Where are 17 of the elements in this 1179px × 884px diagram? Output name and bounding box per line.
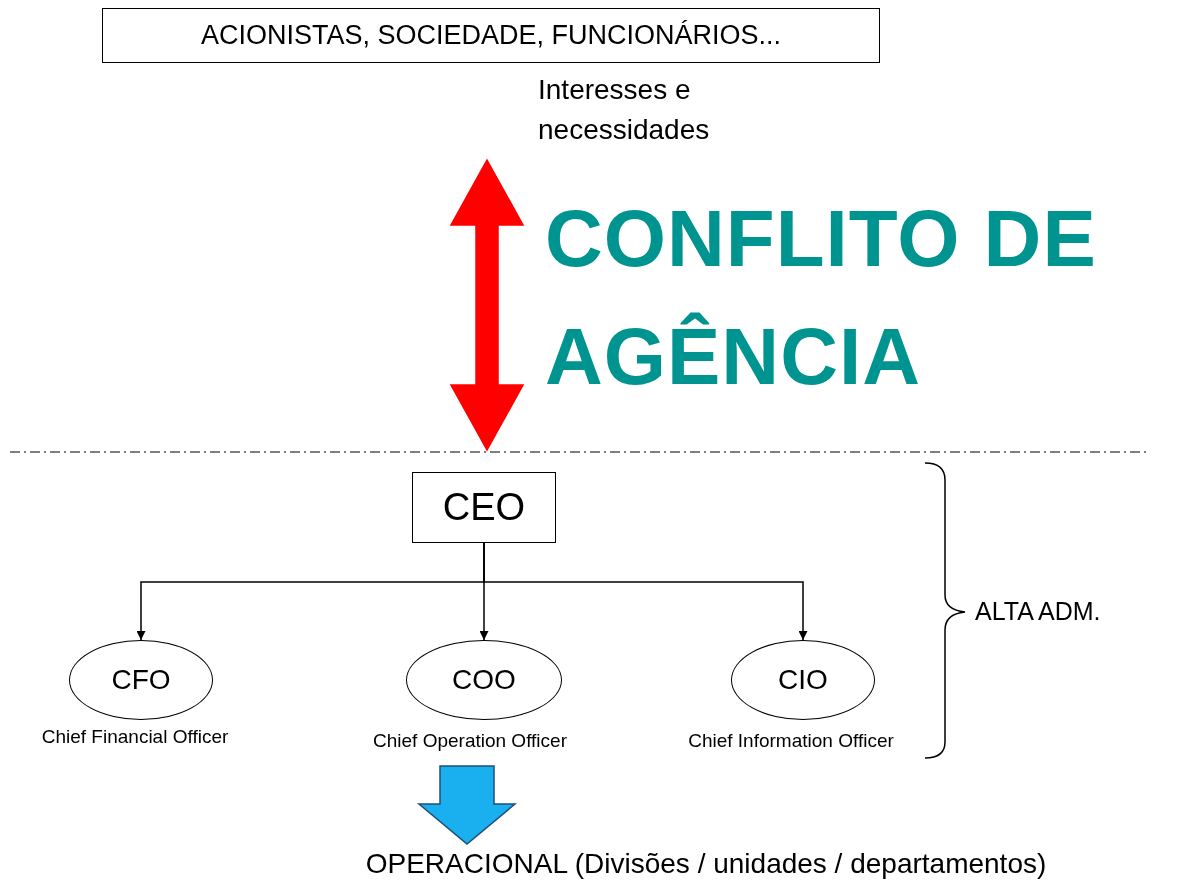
note-text: ALTA ADM. xyxy=(975,596,1102,627)
ceo-box xyxy=(412,472,556,543)
title: CONFLITO DE AGÊNCIA xyxy=(545,193,1098,403)
role-caption: Chief Operation Officer xyxy=(372,730,568,752)
node-label: CIO xyxy=(778,664,828,696)
block-arrow xyxy=(416,765,518,845)
node-label: COO xyxy=(452,664,516,696)
stakeholder-box xyxy=(102,8,880,63)
node-label: CEO xyxy=(442,486,526,529)
arrow xyxy=(483,542,808,641)
node-label: CFO xyxy=(111,664,171,696)
note-text: Interesses e necessidades xyxy=(538,73,711,147)
role-caption: Chief Financial Officer xyxy=(40,726,230,748)
role-caption: Chief Information Officer xyxy=(687,730,895,752)
operational-label: OPERACIONAL (Divisões / unidades / departamentos) xyxy=(300,844,1112,884)
double-arrow xyxy=(449,158,525,452)
node-label: ACIONISTAS, SOCIEDADE, FUNCIONÁRIOS... xyxy=(200,20,782,51)
